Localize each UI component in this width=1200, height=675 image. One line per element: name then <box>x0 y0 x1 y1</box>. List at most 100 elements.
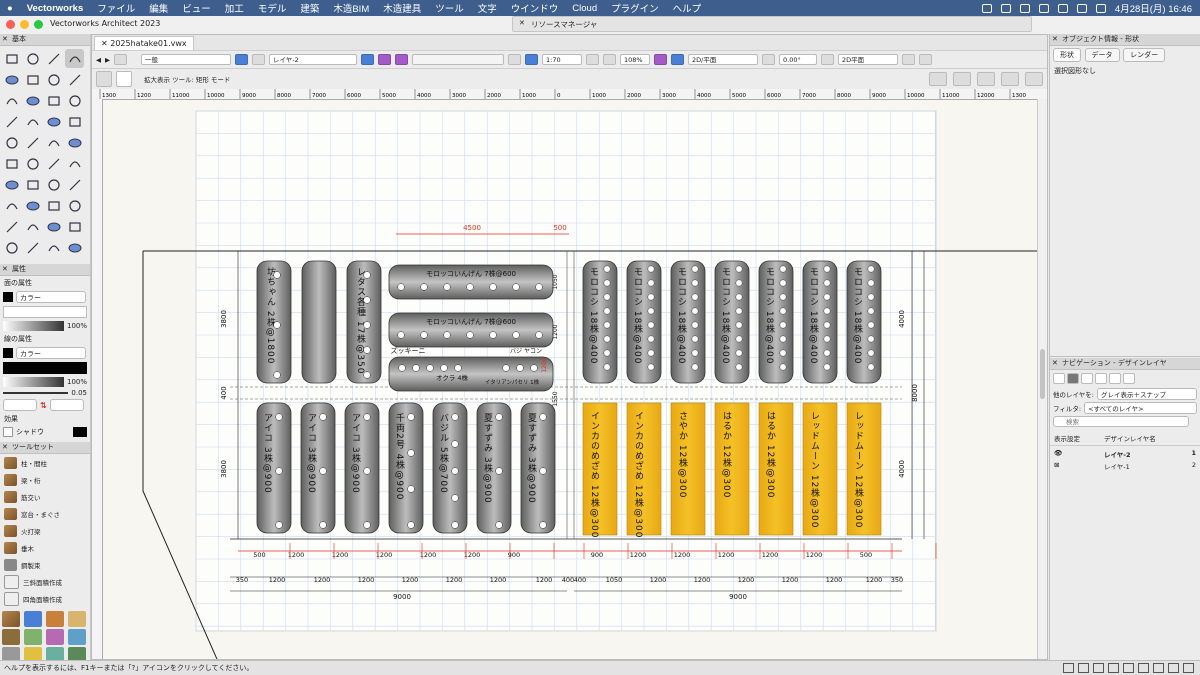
menu-model[interactable]: モデル <box>257 4 287 15</box>
line-end-marker-select[interactable] <box>49 399 84 411</box>
toolset-tab-icon[interactable] <box>46 611 64 627</box>
doc-tab[interactable]: ✕ 2025hatake01.vwx <box>94 36 194 50</box>
other-layers-select[interactable]: グレイ表示＋スナップ <box>1097 388 1197 400</box>
sweep-icon[interactable] <box>44 217 63 236</box>
double-line-icon[interactable] <box>65 112 84 131</box>
rectangle-icon[interactable] <box>23 70 42 89</box>
angle-dim-icon[interactable] <box>44 154 63 173</box>
fillet-icon[interactable] <box>23 133 42 152</box>
snap-object-status-icon[interactable] <box>1078 663 1089 673</box>
back-icon[interactable]: ◀ <box>96 55 101 64</box>
toolset-item[interactable]: 柱・間柱 <box>0 454 90 471</box>
arc-icon[interactable] <box>65 91 84 110</box>
selection-icon[interactable] <box>2 49 21 68</box>
vertical-scrollbar[interactable] <box>1037 99 1047 659</box>
tab-render[interactable]: レンダー <box>1123 48 1166 62</box>
snap-angle-status-icon[interactable] <box>1123 663 1134 673</box>
smart-edge-status-icon[interactable] <box>1138 663 1149 673</box>
fill-color-bar[interactable] <box>3 306 87 318</box>
col-name-header[interactable]: デザインレイヤ名 <box>1104 435 1156 443</box>
zoom-mode-icon[interactable] <box>96 71 112 87</box>
zoom-field[interactable]: 108% <box>620 54 650 65</box>
menu-text[interactable]: 文字 <box>477 4 497 15</box>
polygon-icon[interactable] <box>44 70 63 89</box>
zoom-icon[interactable] <box>603 54 616 65</box>
scale-icon[interactable] <box>508 54 521 65</box>
tab-data[interactable]: データ <box>1084 48 1120 62</box>
text-icon[interactable] <box>2 154 21 173</box>
snap-intersection-status-icon[interactable] <box>1093 663 1104 673</box>
forward-icon[interactable]: ▶ <box>105 55 110 64</box>
rotate-icon[interactable] <box>23 196 42 215</box>
offset-icon[interactable] <box>44 133 63 152</box>
toolset-tab-icon[interactable] <box>24 647 42 663</box>
smart-edge-icon[interactable] <box>1025 72 1043 86</box>
clip-icon[interactable] <box>65 175 84 194</box>
menu-wood-bim[interactable]: 木造BIM <box>333 4 370 15</box>
connect-icon[interactable] <box>44 175 63 194</box>
menu-app[interactable]: Vectorworks <box>26 2 84 14</box>
door-icon[interactable] <box>65 196 84 215</box>
menu-cloud[interactable]: Cloud <box>572 2 598 14</box>
circle-icon[interactable] <box>2 91 21 110</box>
wall-icon[interactable] <box>44 196 63 215</box>
pan-icon[interactable] <box>23 49 42 68</box>
toolset-tab-icon[interactable] <box>2 647 20 663</box>
snap-icon[interactable] <box>929 72 947 86</box>
scale-dropdown-icon[interactable] <box>525 54 538 65</box>
trim-icon[interactable] <box>2 175 21 194</box>
resource-manager-close-icon[interactable]: ✕ <box>519 19 525 27</box>
line-opacity-slider[interactable] <box>3 377 64 387</box>
toolset-item[interactable]: 三斜面積作成 <box>0 573 90 590</box>
spiral-icon[interactable] <box>2 133 21 152</box>
toolset-tab-icon[interactable] <box>46 647 64 663</box>
attribute-icon[interactable] <box>23 238 42 257</box>
mirror-icon[interactable] <box>65 133 84 152</box>
layer-options-icon[interactable] <box>252 54 265 65</box>
split-icon[interactable] <box>23 175 42 194</box>
fit-icon[interactable] <box>586 54 599 65</box>
menu-modify[interactable]: 加工 <box>224 4 244 15</box>
settings-status-icon[interactable] <box>1183 663 1194 673</box>
layer-select[interactable]: レイヤ-2 <box>269 54 357 65</box>
render-select[interactable]: 2D平面 <box>838 54 898 65</box>
navigation-title[interactable]: ナビゲーション - デザインレイヤ <box>1050 358 1200 370</box>
lighting-icon[interactable] <box>902 54 915 65</box>
symbol-icon[interactable] <box>44 238 63 257</box>
line-opacity-value[interactable]: 100% <box>66 378 87 386</box>
ellipse-icon[interactable] <box>23 91 42 110</box>
toolset-tab-icon[interactable] <box>68 611 86 627</box>
rotate-plan-icon[interactable] <box>762 54 775 65</box>
class-dropdown-icon[interactable] <box>235 54 248 65</box>
dimension-icon[interactable] <box>23 154 42 173</box>
scale-field[interactable]: 1:70 <box>542 54 582 65</box>
search-icon[interactable] <box>1076 3 1087 13</box>
menu-view[interactable]: ビュー <box>182 4 211 15</box>
filter-select[interactable]: <すべてのレイヤ> <box>1084 402 1197 414</box>
doc-tab-close-icon[interactable]: ✕ <box>101 39 111 48</box>
menu-edit[interactable]: 編集 <box>149 4 169 15</box>
layer-visible-icon[interactable]: 👁 <box>1054 449 1063 457</box>
fill-type-select[interactable]: カラー <box>16 291 86 303</box>
palette-divider[interactable] <box>1050 356 1200 357</box>
layer-gray-icon[interactable]: ⊠ <box>1054 461 1060 469</box>
top-plan-icon[interactable] <box>671 54 684 65</box>
callout-icon[interactable] <box>65 154 84 173</box>
menu-wood-fittings[interactable]: 木造建具 <box>383 4 422 15</box>
shadow-checkbox[interactable] <box>3 427 13 437</box>
attributes-palette-title[interactable]: 属性 <box>0 264 90 276</box>
zoom-icon[interactable] <box>65 49 84 68</box>
fill-opacity-slider[interactable] <box>3 321 64 331</box>
tab-shape[interactable]: 形状 <box>1053 48 1081 62</box>
saved-view-icon[interactable] <box>378 54 391 65</box>
stair-icon[interactable] <box>65 238 84 257</box>
oval-icon[interactable] <box>44 91 63 110</box>
battery-icon[interactable] <box>1019 3 1030 13</box>
layer-row[interactable]: ⊠ レイヤ-1 2 <box>1050 460 1200 472</box>
menu-architecture[interactable]: 建築 <box>300 4 320 15</box>
freehand-icon[interactable] <box>23 112 42 131</box>
fill-opacity-value[interactable]: 100% <box>66 322 87 330</box>
projection-icon[interactable] <box>654 54 667 65</box>
line-weight-value[interactable]: 0.05 <box>71 389 87 397</box>
